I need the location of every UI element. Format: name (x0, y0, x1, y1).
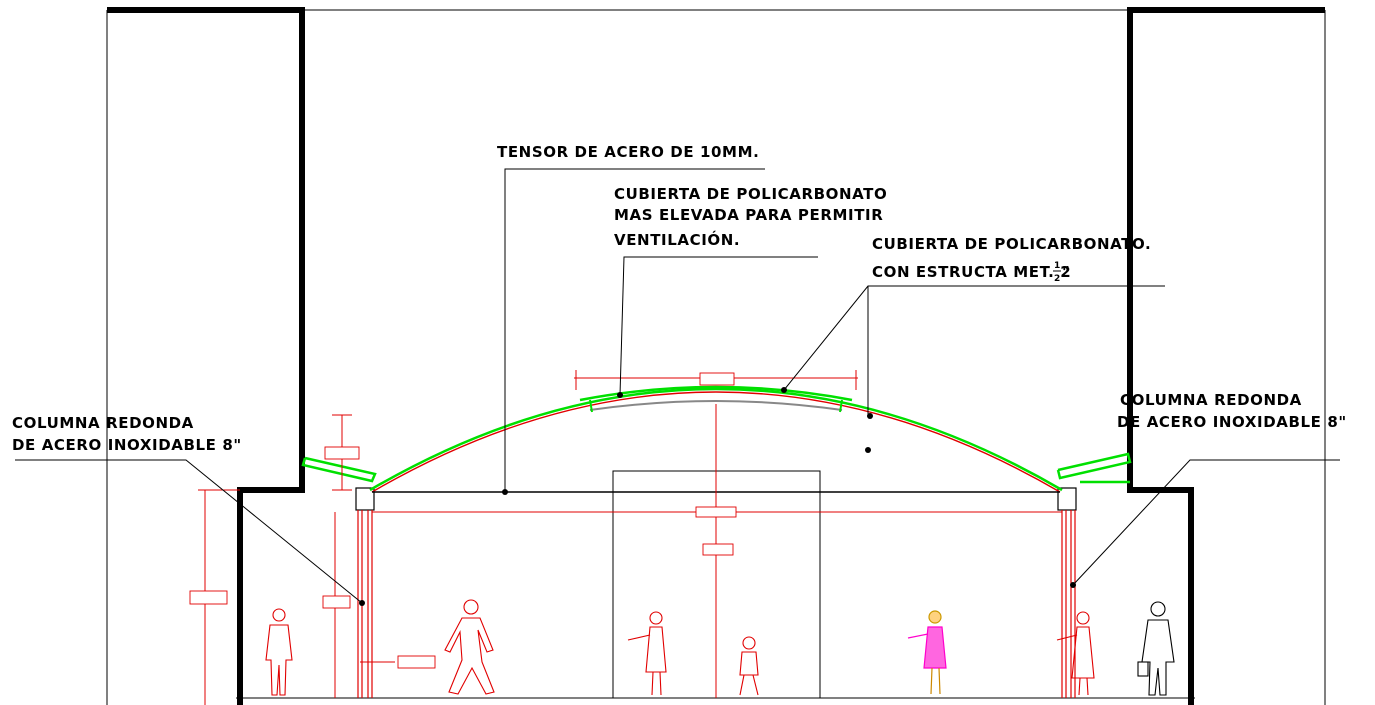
person-figure-woman-right (1056, 611, 1095, 696)
dimension-tags (189, 372, 737, 669)
label-raised-cover-line-1: CUBIERTA DE POLICARBONATO (614, 185, 887, 203)
polycarbonate-vault (369, 385, 1063, 493)
person-figure-man-briefcase (1137, 601, 1175, 696)
label-left-column-line-2: DE ACERO INOXIDABLE 8" (12, 436, 242, 454)
right-wall (1127, 7, 1325, 705)
label-cover-fraction-den: 2 (1054, 274, 1061, 284)
label-cover-fraction-num: 1 (1054, 261, 1061, 271)
eave-boxes (355, 487, 1077, 511)
person-figure-man-left (265, 608, 293, 696)
person-figure-woman-highlighted (907, 610, 947, 695)
label-cover-line-2: CON ESTRUCTA MET. 2 (872, 263, 1071, 281)
label-raised-cover-line-3: VENTILACIÓN. (614, 230, 740, 249)
left-wall (107, 7, 305, 705)
annotations: TENSOR DE ACERO DE 10MM. CUBIERTA DE POL… (12, 143, 1347, 454)
person-figure-walking-man (444, 599, 495, 695)
label-left-column-line-1: COLUMNA REDONDA (12, 414, 194, 432)
label-tensor: TENSOR DE ACERO DE 10MM. (497, 143, 759, 161)
leader-dots (359, 387, 1076, 606)
label-raised-cover-line-2: MAS ELEVADA PARA PERMITIR (614, 206, 883, 224)
label-right-column-line-2: DE ACERO INOXIDABLE 8" (1117, 413, 1347, 431)
label-right-column-line-1: COLUMNA REDONDA (1120, 391, 1302, 409)
building-walls (107, 7, 1325, 705)
side-canopies (301, 452, 1132, 484)
person-figure-child (739, 636, 759, 696)
leader-lines (15, 168, 1340, 604)
person-figure-woman-center (627, 611, 667, 696)
label-cover-inch: " (1062, 263, 1070, 281)
label-cover-line-1: CUBIERTA DE POLICARBONATO. (872, 235, 1151, 253)
